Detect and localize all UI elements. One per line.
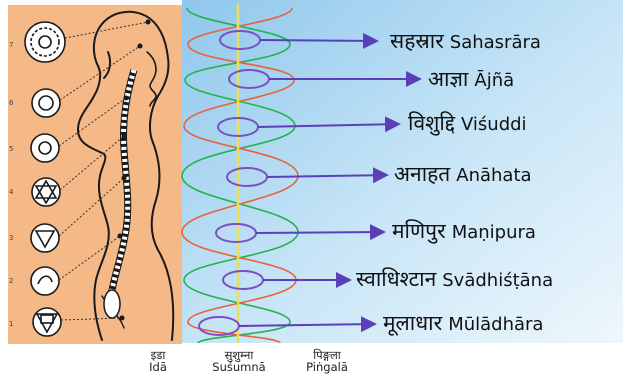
third-eye-chakra-icon (32, 89, 60, 117)
nadi-label-latin: Suśumnā (199, 361, 279, 373)
chakra-label-ajna: आज्ञा Ājñā (428, 68, 514, 92)
chakra-label-devanagari: अनाहत (394, 162, 450, 186)
chakra-label-devanagari: स्वाधिश्टान (356, 267, 436, 291)
chakra-label-latin: Viśuddi (461, 114, 527, 135)
chakra-number: 7 (9, 41, 13, 49)
chakra-label-muladhara: मूलाधार Mūlādhāra (383, 312, 543, 336)
chakra-label-devanagari: मणिपुर (392, 219, 446, 243)
nadi-label-latin: Piṅgalā (287, 361, 367, 373)
throat-chakra-icon (31, 134, 59, 162)
chakra-label-manipura: मणिपुर Maṇipura (392, 220, 536, 244)
chakra-label-latin: Maṇipura (452, 222, 536, 243)
solar-plexus-chakra-icon (31, 224, 59, 252)
chakra-number: 2 (9, 277, 13, 285)
chakra-label-devanagari: विशुद्दि (408, 111, 455, 135)
chakra-number: 1 (9, 320, 13, 328)
sacral-chakra-icon (31, 267, 59, 295)
crown-chakra-icon (25, 22, 65, 62)
chakra-label-devanagari: सहस्रार (390, 29, 444, 53)
chakra-label-latin: Ājñā (474, 70, 514, 91)
chakra-label-latin: Sahasrāra (450, 32, 541, 53)
chakra-label-latin: Mūlādhāra (448, 314, 543, 335)
nadi-label-latin: Idā (118, 361, 198, 373)
chakra-label-devanagari: मूलाधार (383, 311, 442, 335)
chakra-label-svadhishtana: स्वाधिश्टान Svādhiśṭāna (356, 268, 553, 292)
chakra-label-latin: Anāhata (456, 165, 531, 186)
nadi-label-sushumna: सुशुम्ना Suśumnā (199, 349, 279, 373)
root-chakra-icon (33, 308, 61, 336)
heart-chakra-icon (32, 178, 60, 206)
chakra-number: 6 (9, 99, 13, 107)
chakra-label-sahasrara: सहस्रार Sahasrāra (390, 30, 541, 54)
chakra-label-vishuddi: विशुद्दि Viśuddi (408, 112, 527, 136)
chakra-label-anahata: अनाहत Anāhata (394, 163, 532, 187)
chakra-number: 4 (9, 188, 13, 196)
chakra-label-latin: Svādhiśṭāna (442, 270, 553, 291)
nadi-label-ida: इडा Idā (118, 349, 198, 373)
nadi-label-pingala: पिङ्गला Piṅgalā (287, 349, 367, 373)
chakra-number: 5 (9, 145, 13, 153)
chakra-number: 3 (9, 234, 13, 242)
chakra-label-devanagari: आज्ञा (428, 67, 468, 91)
